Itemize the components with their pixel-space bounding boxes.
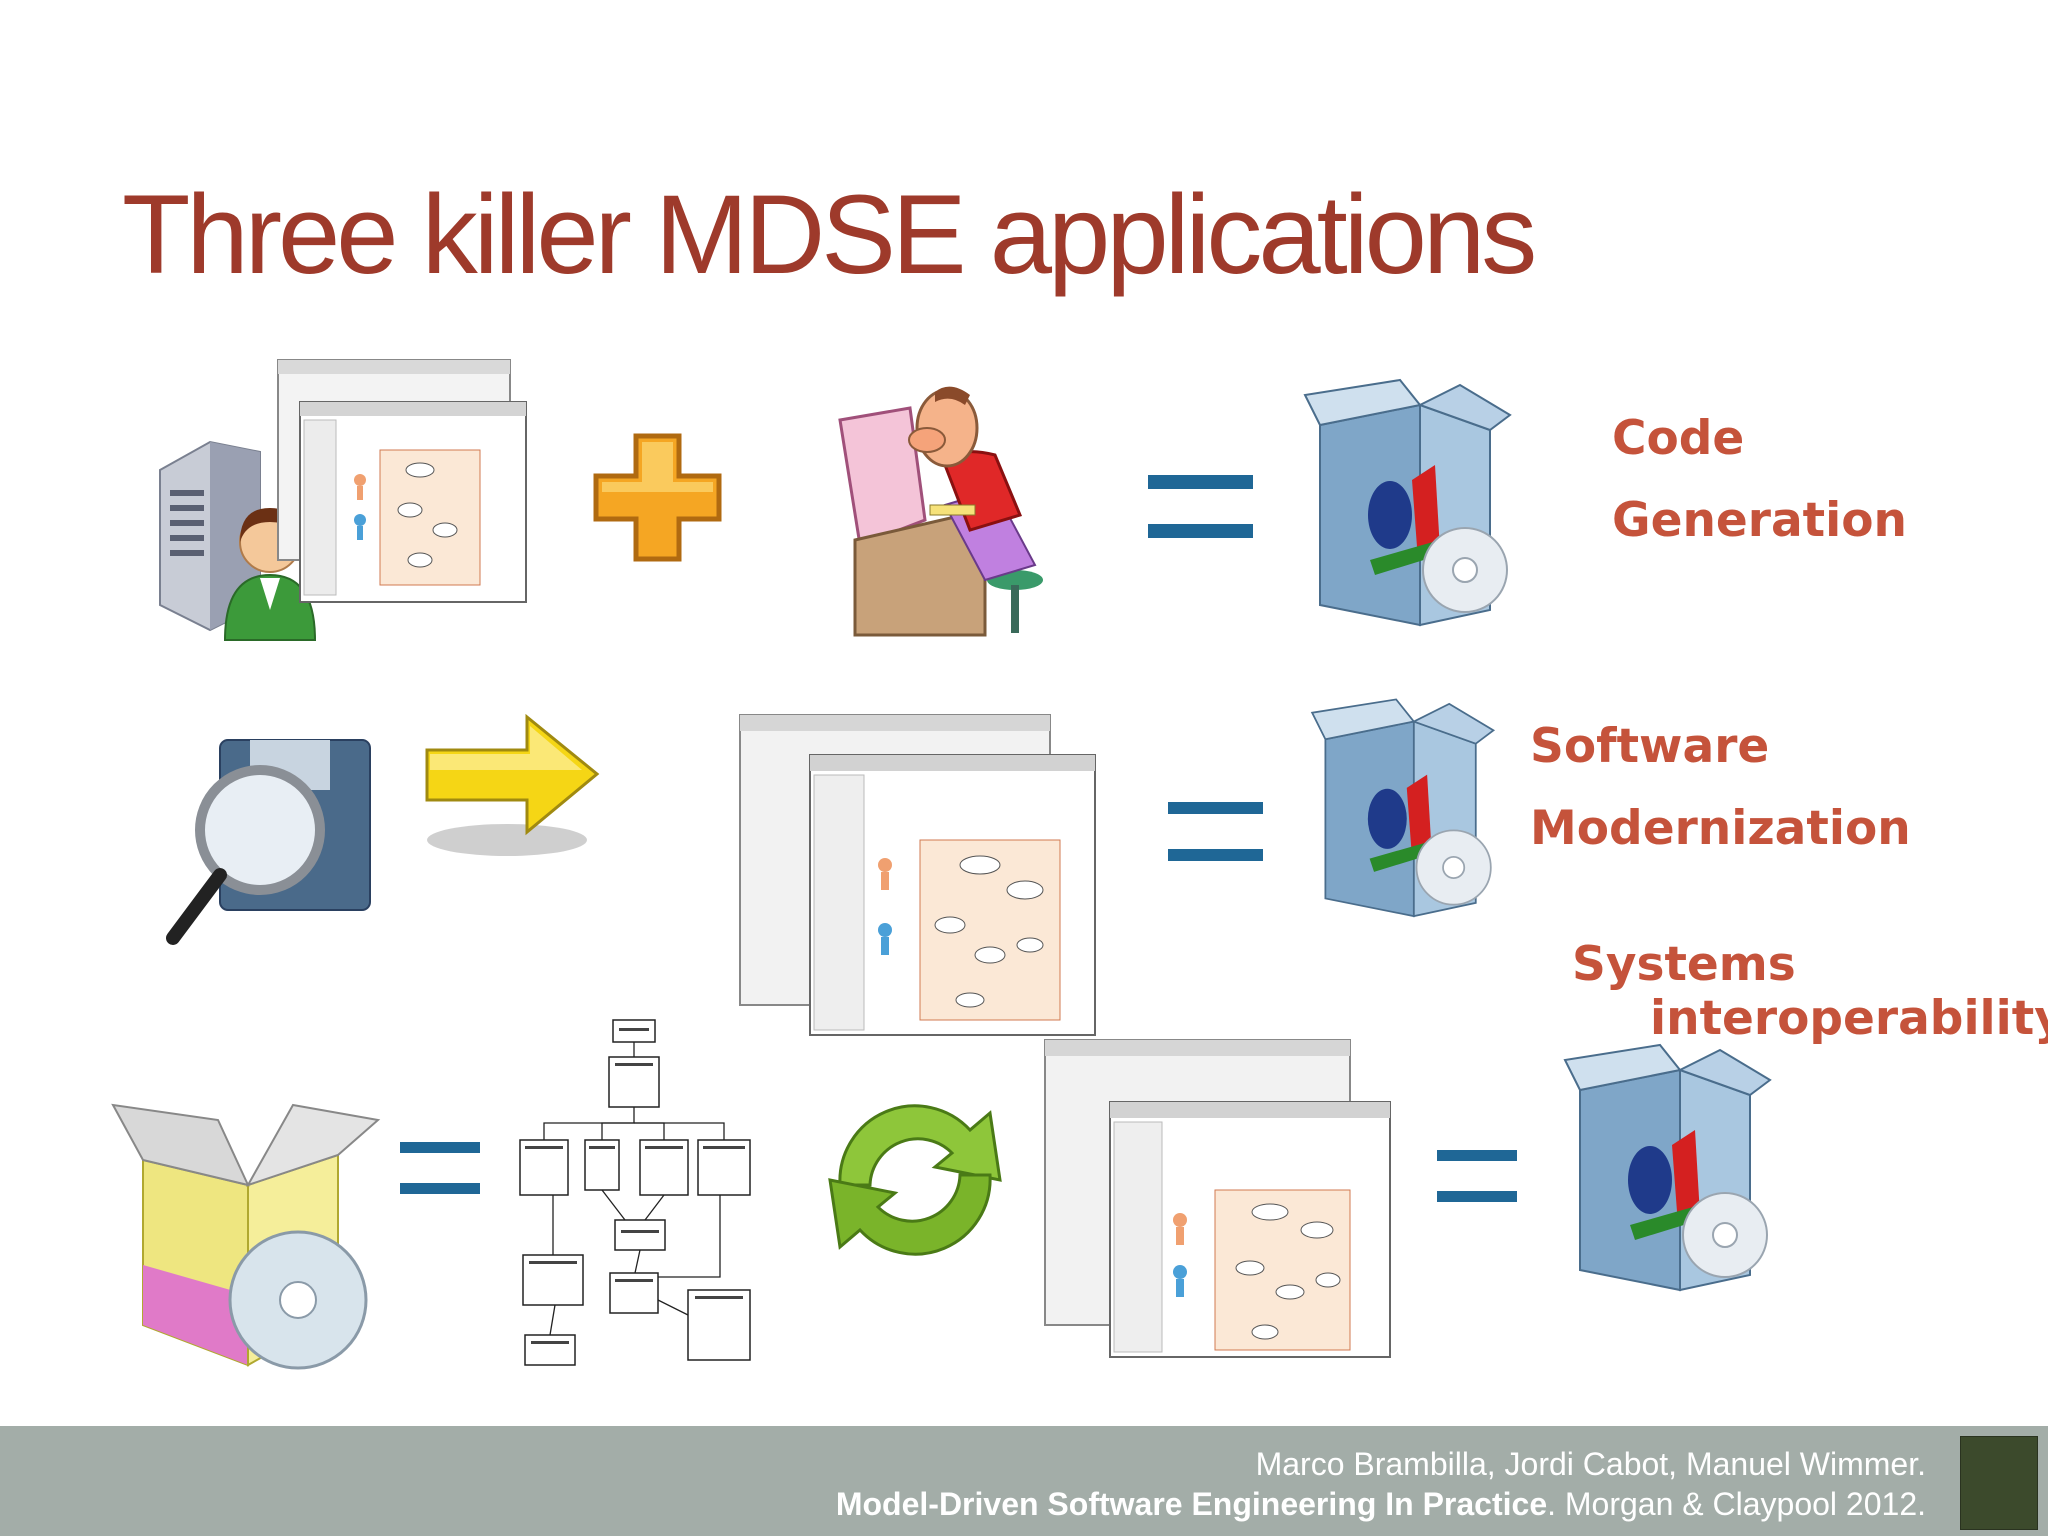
label-line-1: Code [1612,411,1745,466]
model-editor-screenshot [739,714,1096,1036]
software-box-icon [1310,698,1496,918]
label-line-2: Generation [1612,493,1908,548]
footer-publisher: . Morgan & Claypool 2012. [1547,1486,1926,1522]
floppy-magnifier-icon [166,739,371,945]
plus-icon [593,433,722,562]
footer-citation: Model-Driven Software Engineering In Pra… [836,1486,1926,1523]
slide-title: Three killer MDSE applications [122,172,1537,297]
metamodel-diagram [519,1019,751,1366]
equals-icon [400,1142,480,1194]
software-modernization-label: Software Modernization [1530,706,1911,870]
arrow-right-icon [425,713,600,856]
book-cover-thumbnail [1960,1436,2038,1530]
label-line-1: Systems [1572,937,1796,992]
sync-arrows-icon [828,1104,1002,1256]
model-editor-screenshot [277,359,527,603]
model-editor-screenshot [1044,1039,1391,1358]
footer-book-title: Model-Driven Software Engineering In Pra… [835,1486,1548,1522]
footer-authors: Marco Brambilla, Jordi Cabot, Manuel Wim… [1255,1446,1926,1482]
label-line-1: Software [1530,719,1770,774]
programmer-cartoon [838,386,1043,637]
label-line-2: interoperability [1650,991,2048,1046]
equals-icon [1148,475,1253,538]
equals-icon [1168,802,1263,861]
software-box-icon [1303,378,1512,627]
software-box-icon [1563,1043,1772,1292]
systems-interoperability-label: Systems interoperability [1572,938,2048,1046]
open-box-cd-icon [111,1103,381,1370]
label-line-2: Modernization [1530,801,1911,856]
equals-icon [1437,1150,1517,1202]
code-generation-label: Code Generation [1612,398,1907,562]
footer: Marco Brambilla, Jordi Cabot, Manuel Wim… [0,1426,2048,1536]
